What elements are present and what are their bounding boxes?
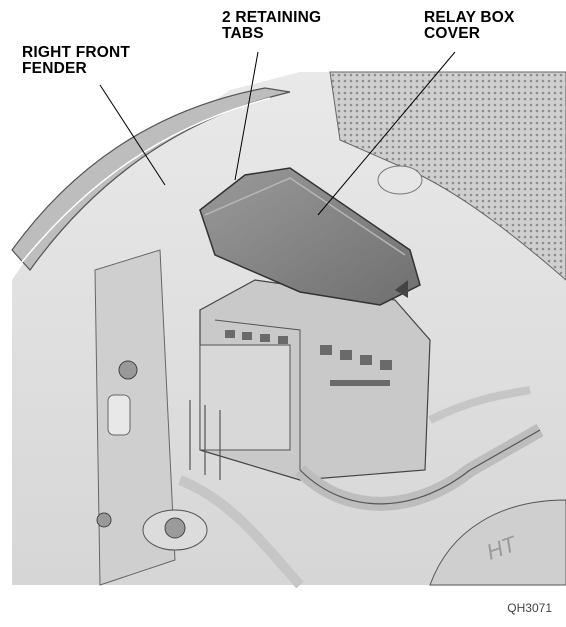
leader-line-cover [317,51,456,216]
relay-box [199,279,431,481]
cowl-vent-mesh [329,71,566,281]
label-right-front-fender-line1: RIGHT FRONT [22,44,131,61]
label-relay-box-cover: RELAY BOX COVER [424,10,515,42]
label-retaining-tabs-line1: 2 RETAINING [222,9,322,26]
leader-line-fender [99,84,166,186]
label-right-front-fender-line2: FENDER [22,60,87,77]
strut-bracket [94,249,176,586]
figure-code: QH3071 [507,601,552,615]
label-retaining-tabs: 2 RETAINING TABS [222,10,321,42]
right-front-fender [11,87,291,271]
engine-hoses [178,386,544,589]
label-retaining-tabs-line2: TABS [222,25,264,42]
leader-lines [99,51,456,216]
label-relay-box-cover-line1: RELAY BOX [424,9,515,26]
label-right-front-fender: RIGHT FRONT FENDER [22,45,130,77]
relay-box-cover [199,167,421,306]
label-relay-box-cover-line2: COVER [424,25,481,42]
brake-fluid-reservoir [142,509,208,551]
leader-line-tabs [234,51,259,181]
